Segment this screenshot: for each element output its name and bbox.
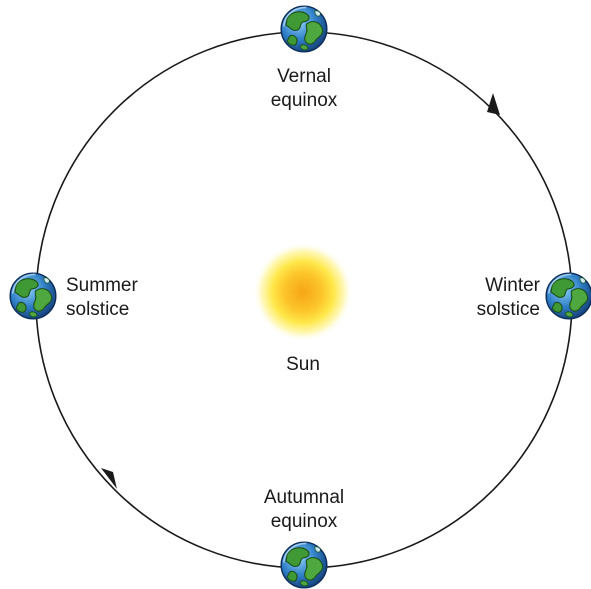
earth-globe-icon [9, 272, 57, 320]
orbit-direction-arrow [101, 468, 117, 489]
winter-solstice-label-line2: solstice [477, 299, 540, 320]
vernal-equinox-label-line2: equinox [271, 90, 338, 111]
earth-globe-icon [280, 541, 328, 589]
summer-solstice-label-line2: solstice [66, 299, 129, 320]
winter-solstice-label-line1: Winter [485, 275, 541, 296]
sun-label: Sun [286, 354, 320, 375]
autumnal-equinox-label-line1: Autumnal [264, 487, 344, 508]
vernal-equinox-label-line1: Vernal [277, 66, 331, 87]
autumnal-equinox-label-line2: equinox [271, 511, 338, 532]
sun-icon [253, 242, 353, 342]
summer-solstice-label-line1: Summer [66, 275, 138, 296]
earth-globe-icon [280, 5, 328, 53]
orbit-direction-arrow [487, 93, 500, 115]
earth-globe-icon [545, 272, 591, 320]
